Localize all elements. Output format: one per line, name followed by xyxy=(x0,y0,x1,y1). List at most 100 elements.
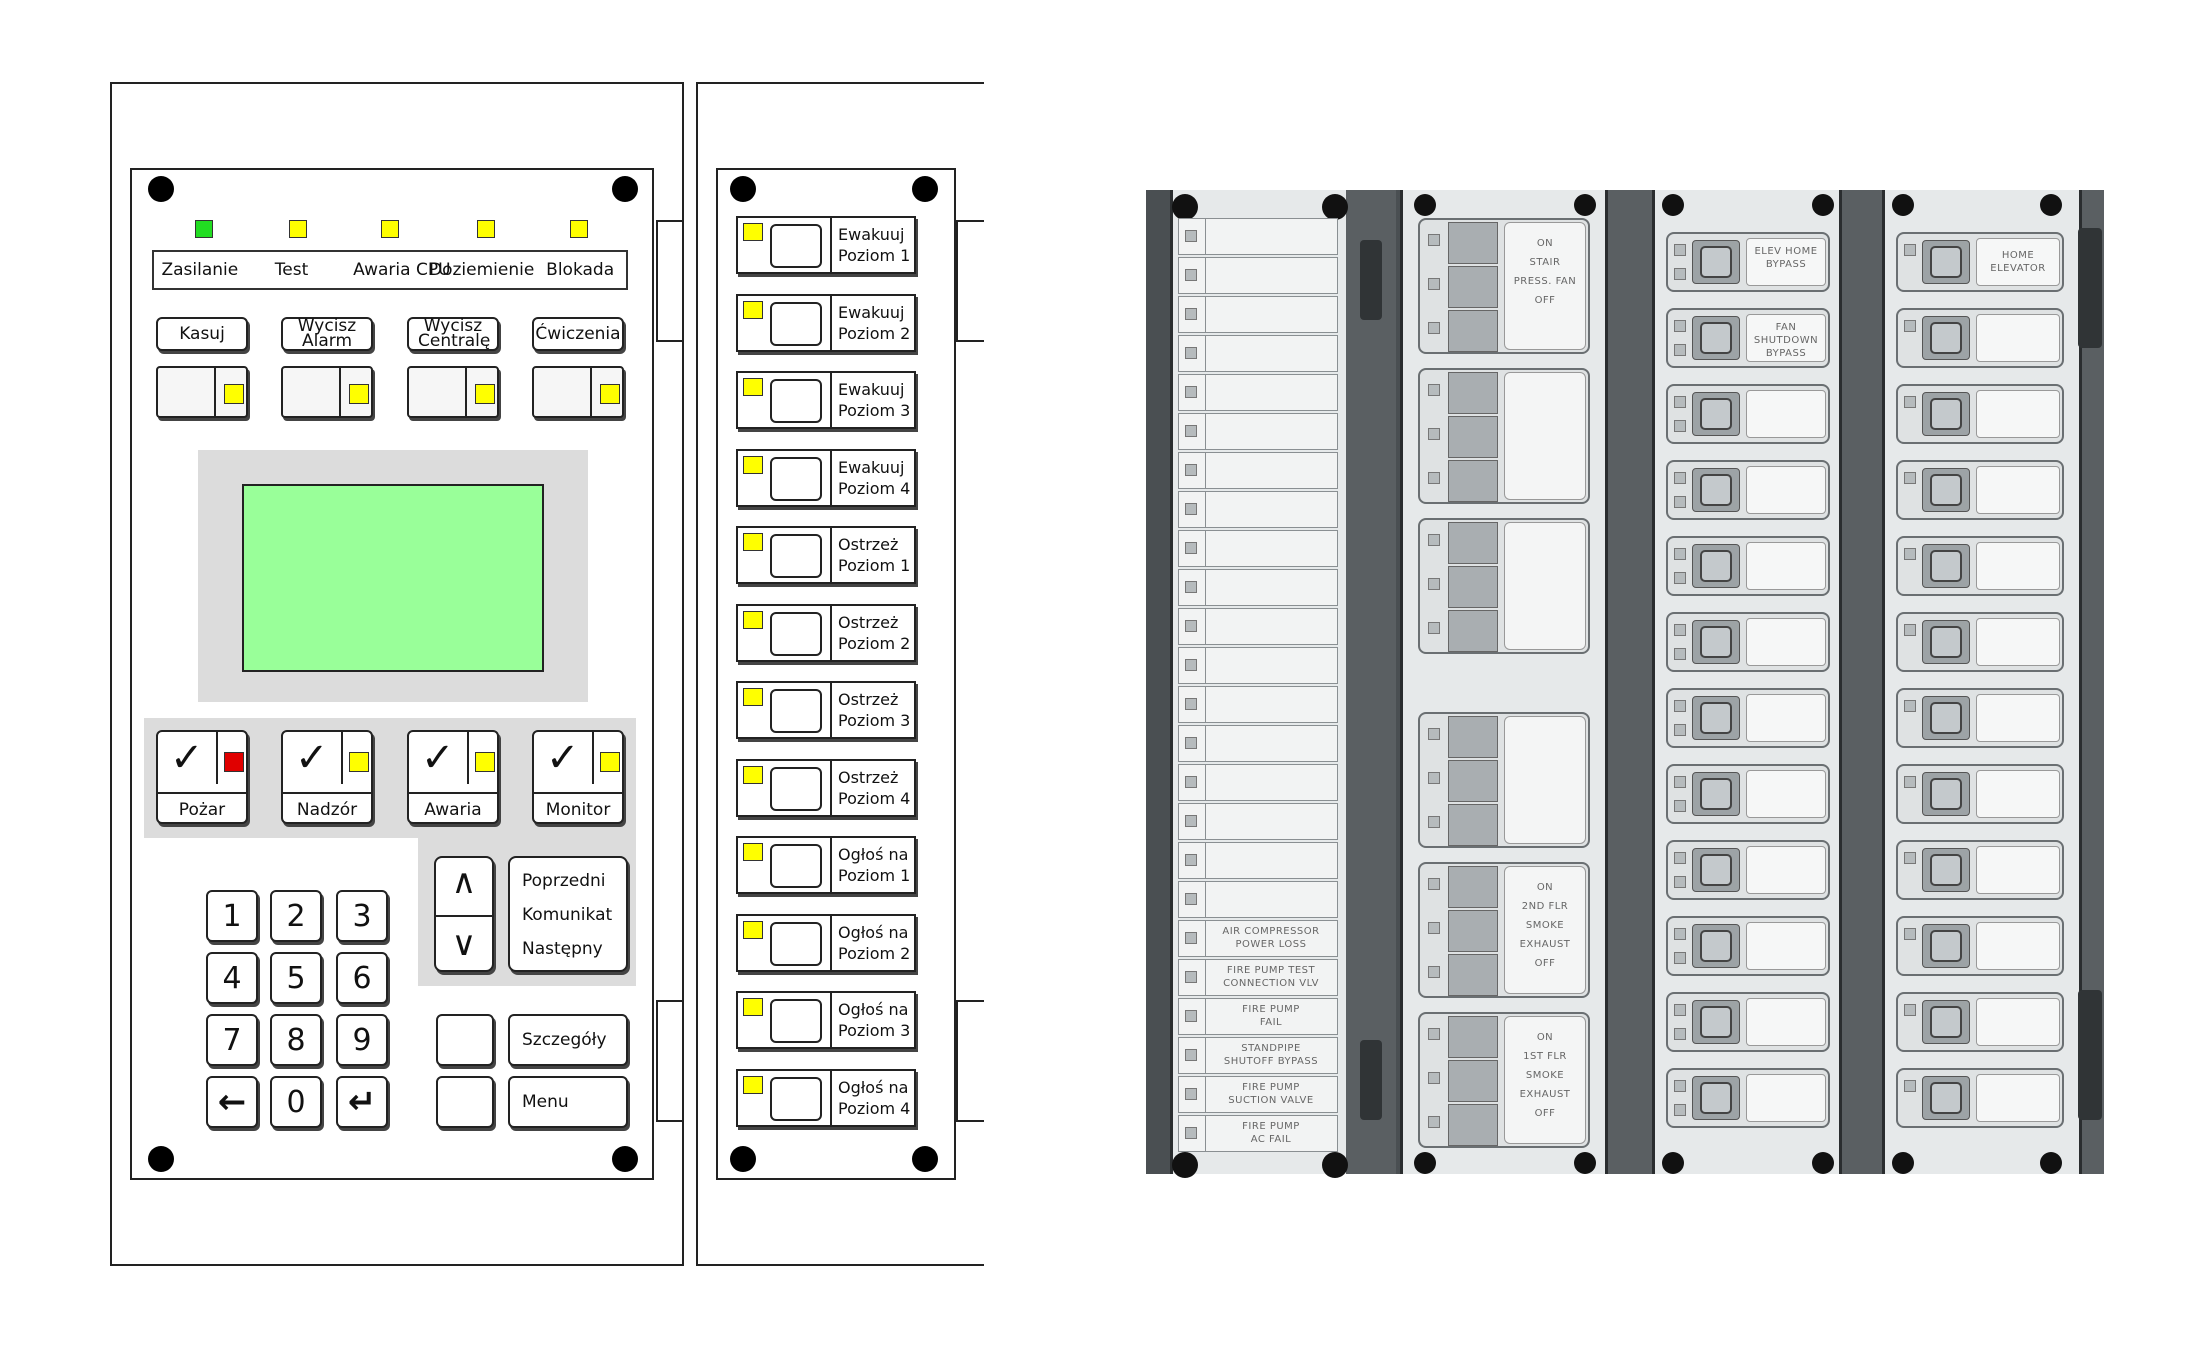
up-down-key[interactable]: ∧ ∨ xyxy=(434,856,494,972)
menu-blank-key[interactable] xyxy=(436,1076,494,1128)
up-arrow-icon[interactable]: ∧ xyxy=(451,862,477,902)
bypass-button[interactable] xyxy=(1666,840,1830,900)
bypass-button[interactable] xyxy=(1666,612,1830,672)
down-arrow-icon[interactable]: ∨ xyxy=(451,924,477,964)
fan-key[interactable] xyxy=(1448,954,1498,996)
elevator-button[interactable] xyxy=(1896,916,2064,976)
key-1[interactable]: 1 xyxy=(206,890,258,942)
fan-key[interactable] xyxy=(1448,522,1498,564)
key-9[interactable]: 9 xyxy=(336,1014,388,1066)
bypass-button[interactable] xyxy=(1666,688,1830,748)
fan-key[interactable] xyxy=(1448,566,1498,608)
elevator-button[interactable] xyxy=(1896,612,2064,672)
fan-key[interactable] xyxy=(1448,716,1498,758)
bypass-button[interactable] xyxy=(1666,1068,1830,1128)
elevator-button[interactable] xyxy=(1896,460,2064,520)
elevator-button[interactable] xyxy=(1896,764,2064,824)
key-4[interactable]: 4 xyxy=(206,952,258,1004)
key-8[interactable]: 8 xyxy=(270,1014,322,1066)
fire-status-key[interactable]: ✓ Pożar xyxy=(156,730,248,824)
row-divider xyxy=(1205,336,1206,371)
fan-key[interactable] xyxy=(1448,804,1498,846)
module-key[interactable] xyxy=(770,766,822,811)
screw-icon xyxy=(1172,194,1198,220)
message-nav-key[interactable]: Poprzedni Komunikat Następny xyxy=(508,856,628,972)
monitor-status-key[interactable]: ✓ Monitor xyxy=(532,730,624,824)
bypass-button[interactable] xyxy=(1666,536,1830,596)
backspace-key[interactable]: ← xyxy=(206,1076,258,1128)
fan-key[interactable] xyxy=(1448,222,1498,264)
bypass-button[interactable] xyxy=(1666,384,1830,444)
key-3[interactable]: 3 xyxy=(336,890,388,942)
drill-led-key[interactable] xyxy=(532,366,624,418)
fan-key[interactable] xyxy=(1448,310,1498,352)
key-0[interactable]: 0 xyxy=(270,1076,322,1128)
bypass-button[interactable] xyxy=(1666,460,1830,520)
elevator-button[interactable] xyxy=(1896,688,2064,748)
bypass-button[interactable] xyxy=(1666,916,1830,976)
module-key[interactable] xyxy=(770,224,822,268)
module-key[interactable] xyxy=(770,534,822,578)
fan-key[interactable] xyxy=(1448,1104,1498,1146)
module-key[interactable] xyxy=(770,379,822,423)
drill-button[interactable]: Ćwiczenia xyxy=(532,317,624,351)
fan-key[interactable] xyxy=(1448,460,1498,502)
menu-button[interactable]: Menu xyxy=(508,1076,628,1128)
enter-key[interactable]: ↵ xyxy=(336,1076,388,1128)
module-key[interactable] xyxy=(770,1076,822,1121)
silence-alarm-led-key[interactable] xyxy=(281,366,373,418)
elevator-button[interactable] xyxy=(1896,308,2064,368)
elevator-button[interactable] xyxy=(1896,1068,2064,1128)
bypass-button[interactable] xyxy=(1666,764,1830,824)
fan-key[interactable] xyxy=(1448,1060,1498,1102)
fan-key[interactable] xyxy=(1448,866,1498,908)
reset-led-key[interactable] xyxy=(156,366,248,418)
fan-key[interactable] xyxy=(1448,760,1498,802)
key-5[interactable]: 5 xyxy=(270,952,322,1004)
fan-key[interactable] xyxy=(1448,416,1498,458)
module-key[interactable] xyxy=(770,999,822,1043)
key-6[interactable]: 6 xyxy=(336,952,388,1004)
elevator-button[interactable] xyxy=(1896,536,2064,596)
fan-key[interactable] xyxy=(1448,372,1498,414)
silence-panel-button[interactable]: Wycisz Centralę xyxy=(407,317,499,351)
reset-button[interactable]: Kasuj xyxy=(156,317,248,351)
module-key[interactable] xyxy=(770,844,822,888)
fan-key[interactable] xyxy=(1448,1016,1498,1058)
details-blank-key[interactable] xyxy=(436,1014,494,1066)
key-7[interactable]: 7 xyxy=(206,1014,258,1066)
silence-alarm-button[interactable]: Wycisz Alarm xyxy=(281,317,373,351)
fan-key[interactable] xyxy=(1448,610,1498,652)
fan-key[interactable] xyxy=(1448,266,1498,308)
module-key[interactable] xyxy=(770,611,822,656)
module-key[interactable] xyxy=(770,301,822,346)
bypass-button[interactable] xyxy=(1666,992,1830,1052)
key-2[interactable]: 2 xyxy=(270,890,322,942)
supervisory-status-key[interactable]: ✓ Nadzór xyxy=(281,730,373,824)
elevator-button[interactable] xyxy=(1896,840,2064,900)
module-key[interactable] xyxy=(770,689,822,733)
fan-key[interactable] xyxy=(1448,910,1498,952)
elevator-button[interactable] xyxy=(1896,992,2064,1052)
trouble-status-key[interactable]: ✓ Awaria xyxy=(407,730,499,824)
module-key[interactable] xyxy=(770,921,822,966)
silence-panel-led-key[interactable] xyxy=(407,366,499,418)
module-key[interactable] xyxy=(770,456,822,501)
elevator-button[interactable] xyxy=(1896,384,2064,444)
details-button[interactable]: Szczegóły xyxy=(508,1014,628,1066)
